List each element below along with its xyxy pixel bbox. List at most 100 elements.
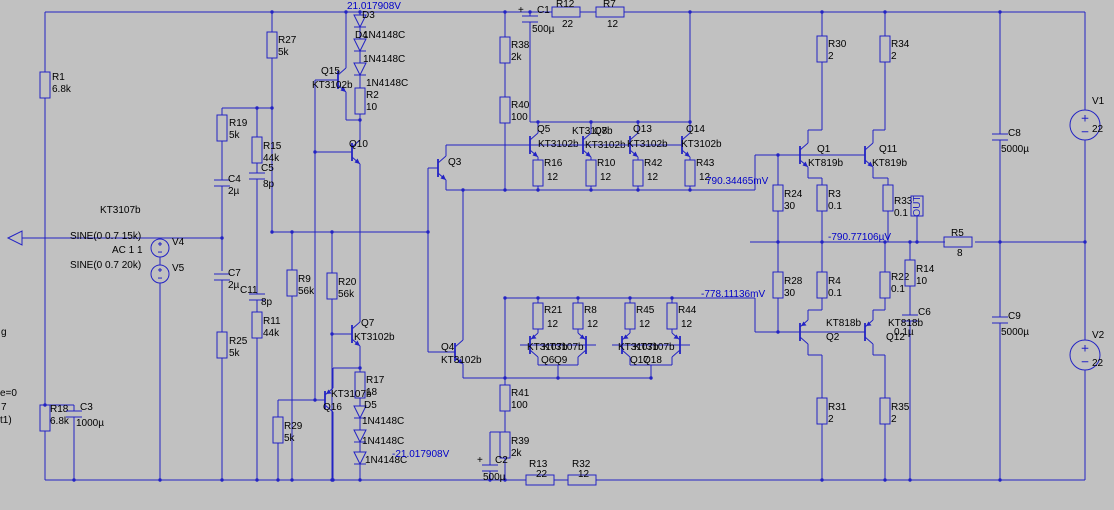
component-R1[interactable]: R16.8k <box>39 71 72 99</box>
component-OUT[interactable]: OUT <box>910 195 924 217</box>
component-label: KT3107b <box>527 342 568 353</box>
component-label: 1N4148C <box>366 78 408 89</box>
component-Q10[interactable]: Q10 <box>342 139 368 165</box>
component-label: 0.1µ <box>894 327 914 338</box>
junction-dot <box>820 10 824 14</box>
junction-dot <box>158 478 162 482</box>
junction-dot <box>536 188 540 192</box>
component-label: R27 <box>278 35 297 46</box>
component-label: R21 <box>544 305 563 316</box>
component-label: D4 <box>355 30 368 41</box>
component-Q3[interactable]: Q3 <box>428 155 462 181</box>
component-label: R4 <box>828 276 841 287</box>
component-label: 10 <box>916 276 928 287</box>
component-label: 12 <box>699 172 711 183</box>
component-V4[interactable]: V4 <box>150 237 185 258</box>
junction-dot <box>1083 240 1087 244</box>
component-label: C3 <box>80 402 93 413</box>
junction-dot <box>358 366 362 370</box>
component-D5c[interactable]: 1N4148C <box>353 451 407 466</box>
component-R3[interactable]: R30.1 <box>816 184 842 212</box>
component-D5b[interactable]: 1N4148C <box>353 429 404 447</box>
component-R5[interactable]: R58 <box>943 228 973 259</box>
component-label: R25 <box>229 336 248 347</box>
junction-dot <box>344 10 348 14</box>
component-V5[interactable]: V5 <box>150 263 185 284</box>
component-D3[interactable]: D3 <box>353 10 375 29</box>
component-IN[interactable] <box>6 230 23 246</box>
junction-dot <box>998 240 1002 244</box>
component-R4[interactable]: R40.1 <box>816 271 842 299</box>
component-label: Q3 <box>448 157 462 168</box>
component-C6[interactable]: C60.1µ <box>894 307 931 338</box>
